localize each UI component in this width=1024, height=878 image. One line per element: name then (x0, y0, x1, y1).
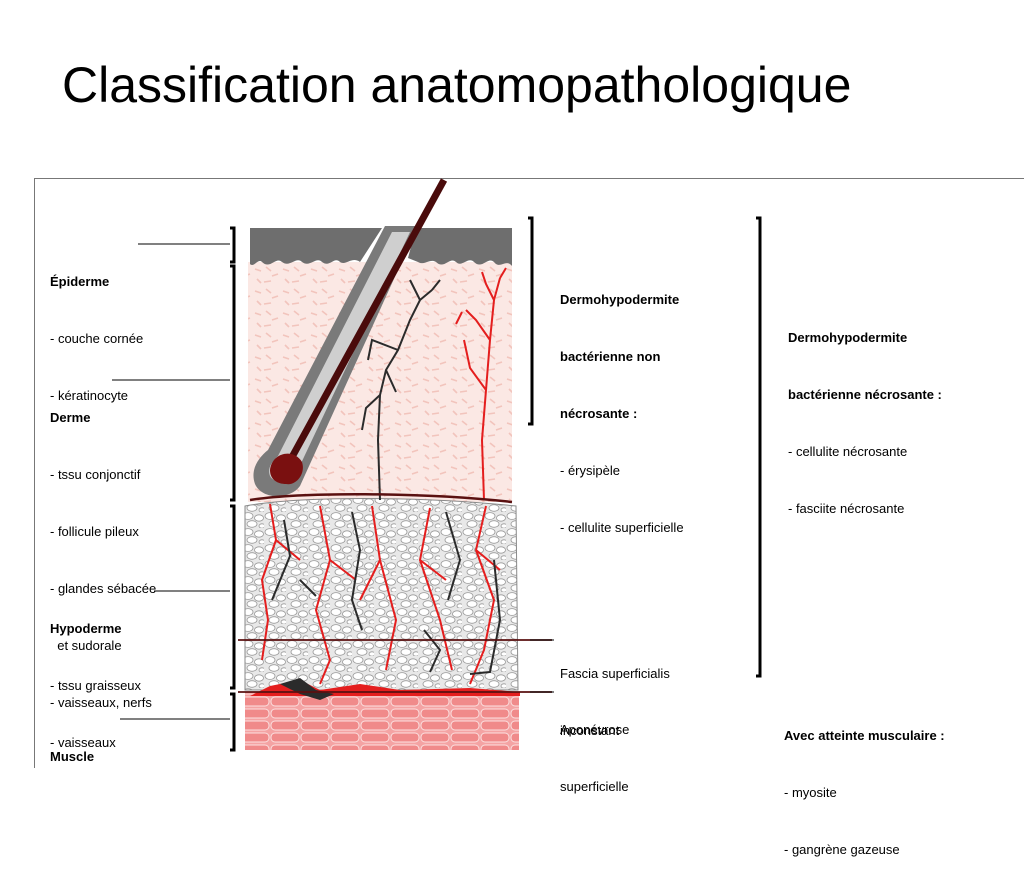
frame-border-top (34, 178, 1024, 179)
label-heading: Hypoderme (50, 621, 122, 636)
label-epiderme: Épiderme - couche cornée - kératinocyte (50, 234, 143, 424)
class-item: - myosite (784, 785, 837, 800)
hair-shaft (282, 178, 448, 470)
class-heading: Dermohypodermite (560, 292, 680, 307)
class-item: - cellulite superficielle (560, 520, 684, 535)
class-heading: Avec atteinte musculaire : (784, 728, 945, 743)
label-line: inconstant (560, 723, 620, 738)
label-item: - follicule pileux (50, 524, 139, 539)
bracket-class-non-necrosante (528, 216, 534, 426)
epidermis-layer (250, 228, 512, 266)
class-atteinte-musculaire: Avec atteinte musculaire : - myosite - g… (784, 688, 945, 878)
class-necrosante: Dermohypodermite bactérienne nécrosante … (788, 290, 942, 537)
label-line: Aponévrose (560, 722, 630, 737)
class-item: - fasciite nécrosante (788, 501, 905, 516)
label-derme: Derme - tssu conjonctif - follicule pile… (50, 370, 156, 731)
label-item: - vaisseaux (50, 735, 116, 750)
class-non-necrosante: Dermohypodermite bactérienne non nécrosa… (560, 252, 684, 556)
class-heading: nécrosante : (560, 406, 638, 421)
class-heading: bactérienne nécrosante : (788, 387, 942, 402)
skin-cross-section-diagram (112, 178, 762, 752)
hypodermis-layer (244, 498, 519, 691)
label-fascia-superficialis: Fascia superficialis inconstant (560, 626, 670, 759)
label-heading: Épiderme (50, 274, 110, 289)
class-heading: Dermohypodermite (788, 330, 908, 345)
label-item: - couche cornée (50, 331, 144, 346)
label-hypoderme: Hypoderme - tssu graisseux - vaisseaux (50, 581, 141, 771)
dermal-nerves (361, 279, 441, 501)
label-line: superficielle (560, 779, 629, 794)
dermal-vessels (455, 267, 507, 501)
page-title: Classification anatomopathologique (62, 57, 852, 113)
label-item: et sudorale (50, 638, 122, 653)
hair-bulb (270, 453, 303, 485)
bracket-class-necrosante (756, 216, 762, 678)
bracket-hypoderme (230, 504, 236, 690)
label-item: - tssu graisseux (50, 678, 142, 693)
class-item: - cellulite nécrosante (788, 444, 908, 459)
label-heading: Muscle (50, 749, 95, 764)
hypodermis-nerves (271, 511, 502, 675)
label-aponevrose: Aponévrose superficielle (560, 682, 629, 815)
label-item: - kératinocyte (50, 388, 129, 403)
label-item: - tssu conjonctif (50, 467, 141, 482)
label-muscle: Muscle (50, 709, 94, 785)
muscle-layer (245, 692, 519, 750)
frame-border-left (34, 178, 35, 768)
class-item: - érysipèle (560, 463, 620, 478)
bracket-muscle (230, 692, 236, 752)
class-heading: bactérienne non (560, 349, 661, 364)
bracket-derme (230, 264, 236, 502)
label-item: - glandes sébacée (50, 581, 157, 596)
label-item: - vaisseaux, nerfs (50, 695, 152, 710)
dermo-hypodermal-junction (249, 492, 513, 504)
bracket-epiderme (230, 226, 236, 264)
class-item: - gangrène gazeuse (784, 842, 900, 857)
label-heading: Derme (50, 410, 91, 425)
label-line: Fascia superficialis (560, 666, 670, 681)
